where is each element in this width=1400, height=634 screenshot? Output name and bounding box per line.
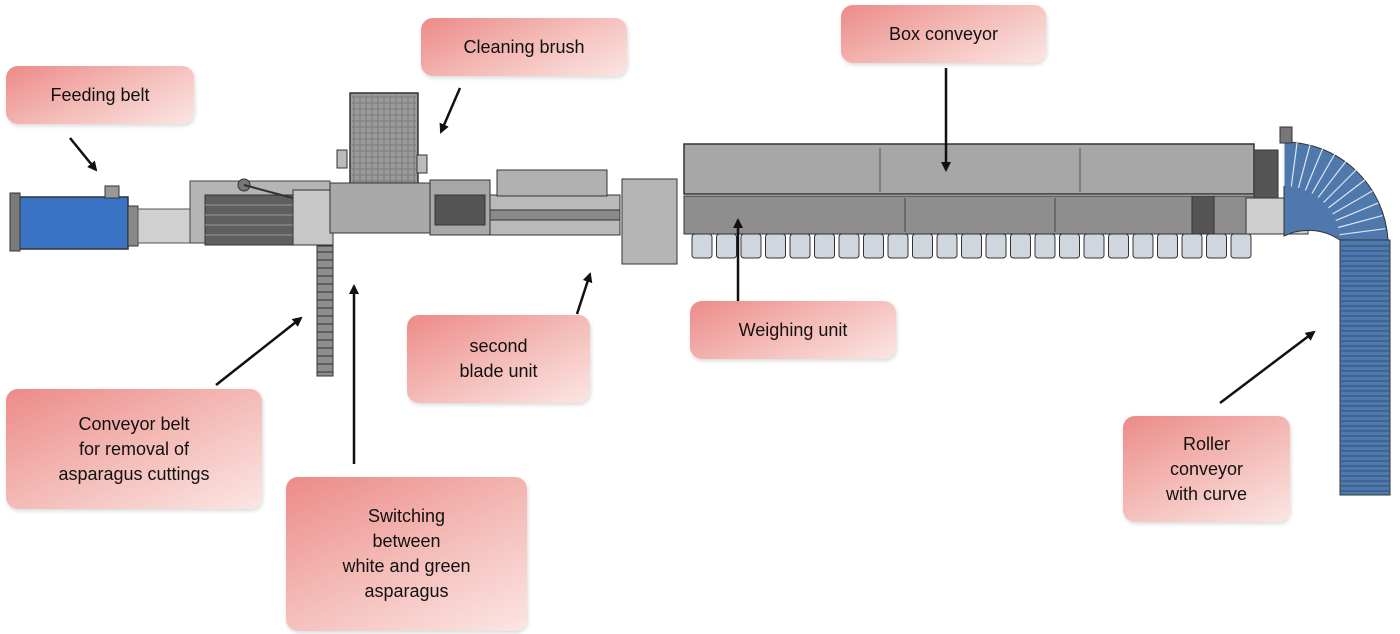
middle-section <box>429 169 678 265</box>
label-cleaning-brush: Cleaning brush <box>421 18 627 76</box>
label-roller-conveyor: Roller conveyor with curve <box>1123 416 1290 522</box>
infeed-section <box>189 178 334 246</box>
feeding-belt-machine <box>9 185 207 252</box>
label-second-blade-unit: second blade unit <box>407 315 590 403</box>
label-box-conveyor: Box conveyor <box>841 5 1046 63</box>
label-switching: Switching between white and green aspara… <box>286 477 527 631</box>
cuttings-conveyor-machine <box>316 245 334 377</box>
cleaning-brush-machine <box>329 92 431 234</box>
weighing-and-box-conveyor-machine <box>683 143 1309 259</box>
label-conveyor-belt-cuttings: Conveyor belt for removal of asparagus c… <box>6 389 262 509</box>
label-feeding-belt: Feeding belt <box>6 66 194 124</box>
label-weighing-unit: Weighing unit <box>690 301 896 359</box>
roller-conveyor-machine <box>1279 126 1391 496</box>
